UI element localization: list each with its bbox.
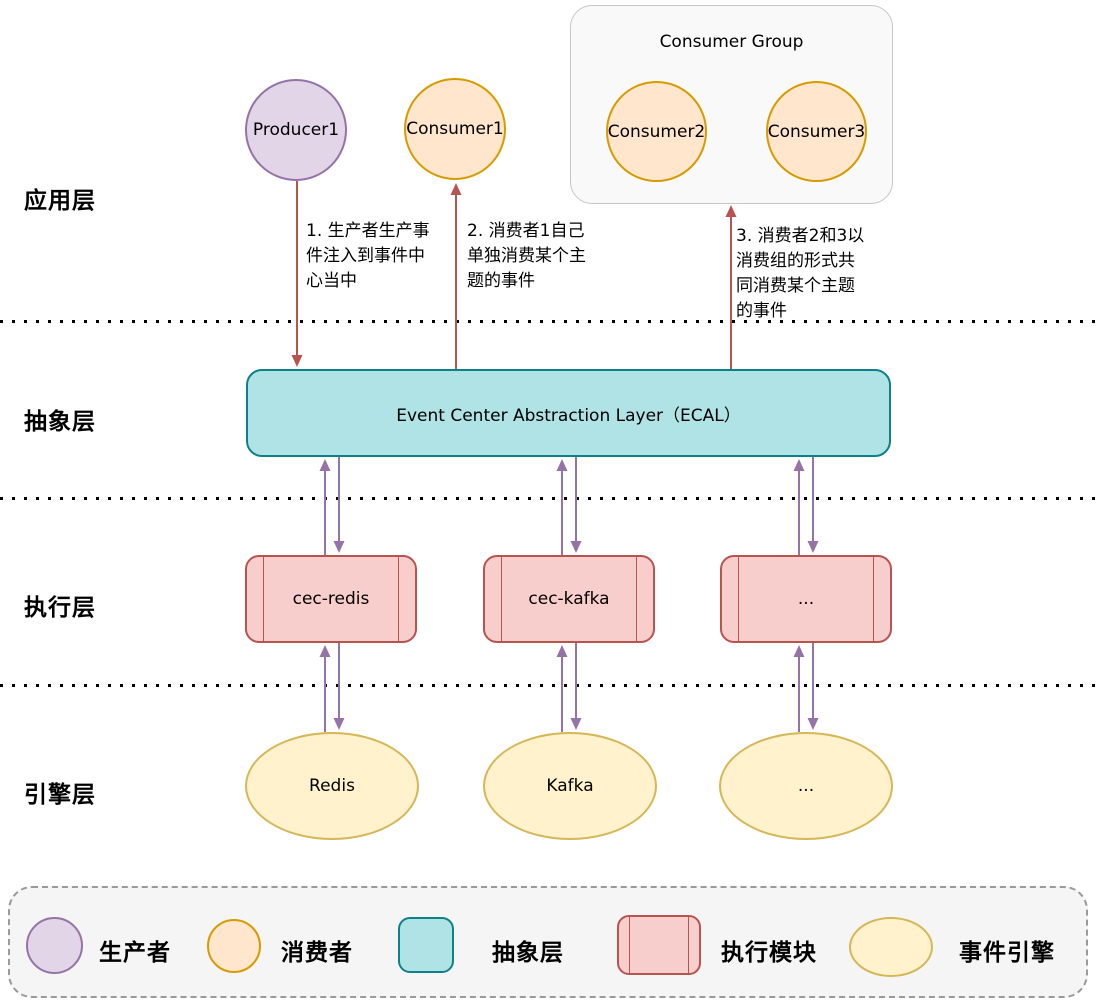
layer-separator-2 xyxy=(0,497,1098,500)
consumer-group-box: Consumer Group Consumer2 Consumer3 xyxy=(570,5,893,204)
module-cec-redis: cec-redis xyxy=(245,555,417,643)
abstraction-square-icon xyxy=(398,917,454,973)
producer1-node: Producer1 xyxy=(245,79,347,181)
module-divider xyxy=(873,557,874,641)
module-cec-redis-label: cec-redis xyxy=(292,589,370,609)
consumer-group-title: Consumer Group xyxy=(659,32,804,52)
engine-kafka-label: Kafka xyxy=(546,776,594,796)
consumer3-node: Consumer3 xyxy=(766,81,867,182)
consumer2-node: Consumer2 xyxy=(606,81,707,182)
layer-separator-3 xyxy=(0,684,1098,687)
ecal-label: Event Center Abstraction Layer（ECAL） xyxy=(396,405,741,426)
legend-label-consumer: 消费者 xyxy=(281,940,353,966)
module-cec-kafka: cec-kafka xyxy=(483,555,655,643)
annotation-consume-single: 2. 消费者1自己 单独消费某个主 题的事件 xyxy=(467,221,586,291)
consumer-circle-icon xyxy=(207,919,261,973)
layer-label-engine: 引擎层 xyxy=(24,782,96,808)
module-ellipsis: ... xyxy=(720,555,892,643)
layer-label-application: 应用层 xyxy=(24,188,96,214)
engine-ellipsis: ... xyxy=(719,732,893,840)
engine-redis: Redis xyxy=(245,732,419,840)
engine-redis-label: Redis xyxy=(309,776,355,796)
module-divider xyxy=(398,557,399,641)
layer-label-abstraction: 抽象层 xyxy=(24,409,96,435)
layer-separator-1 xyxy=(0,320,1098,323)
producer-circle-icon xyxy=(26,917,83,974)
consumer2-label: Consumer2 xyxy=(607,121,706,142)
engine-ellipsis-label: ... xyxy=(797,776,815,796)
module-divider xyxy=(263,557,264,641)
legend-label-engine: 事件引擎 xyxy=(959,940,1055,966)
engine-ellipse-icon xyxy=(849,917,933,977)
legend-label-producer: 生产者 xyxy=(99,940,171,966)
module-cec-kafka-label: cec-kafka xyxy=(528,589,610,609)
module-divider xyxy=(636,557,637,641)
legend-label-execution: 执行模块 xyxy=(721,940,817,966)
consumer1-node: Consumer1 xyxy=(404,78,506,180)
annotation-consume-group: 3. 消费者2和3以 消费组的形式共 同消费某个主题 的事件 xyxy=(736,226,865,321)
module-divider xyxy=(629,917,630,973)
execution-module-icon xyxy=(617,915,701,975)
module-divider xyxy=(501,557,502,641)
consumer3-label: Consumer3 xyxy=(767,121,866,142)
ecal-node: Event Center Abstraction Layer（ECAL） xyxy=(246,369,891,457)
module-divider xyxy=(738,557,739,641)
legend-label-abstraction: 抽象层 xyxy=(492,940,564,966)
producer1-label: Producer1 xyxy=(252,120,340,140)
module-divider xyxy=(688,917,689,973)
consumer1-label: Consumer1 xyxy=(406,119,504,139)
annotation-produce: 1. 生产者生产事 件注入到事件中 心当中 xyxy=(306,221,430,291)
layer-label-execution: 执行层 xyxy=(24,595,96,621)
module-ellipsis-label: ... xyxy=(797,589,815,609)
engine-kafka: Kafka xyxy=(483,732,657,840)
